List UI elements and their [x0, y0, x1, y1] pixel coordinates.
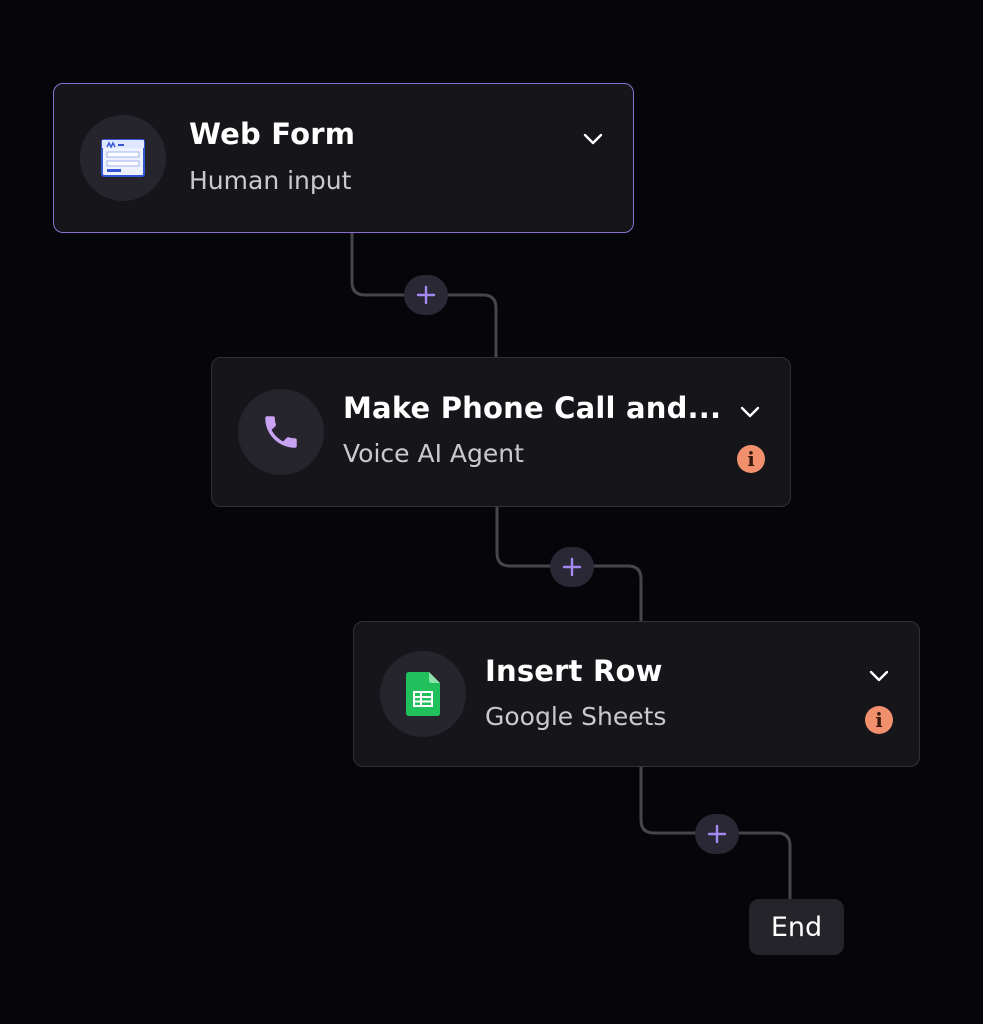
node-subtitle: Voice AI Agent: [343, 439, 524, 468]
chevron-down-icon[interactable]: [866, 663, 892, 689]
add-step-button[interactable]: [695, 814, 739, 854]
warning-icon[interactable]: i: [737, 445, 765, 473]
add-step-button[interactable]: [550, 547, 594, 587]
warning-icon[interactable]: i: [865, 706, 893, 734]
workflow-node-insert-row[interactable]: Insert Row Google Sheets i: [353, 621, 920, 767]
node-subtitle: Human input: [189, 166, 352, 195]
node-subtitle: Google Sheets: [485, 702, 667, 731]
node-title: Insert Row: [485, 654, 663, 688]
phone-icon: [265, 416, 297, 448]
node-icon-container: [80, 115, 166, 201]
google-sheets-icon: [406, 672, 440, 716]
node-title: Make Phone Call and...: [343, 391, 722, 425]
add-step-button[interactable]: [404, 275, 448, 315]
plus-icon: [562, 557, 582, 577]
web-form-icon: [101, 139, 145, 177]
node-icon-container: [238, 389, 324, 475]
workflow-node-web-form[interactable]: Web Form Human input: [53, 83, 634, 233]
end-node: End: [749, 899, 844, 955]
chevron-down-icon[interactable]: [580, 126, 606, 152]
chevron-down-icon[interactable]: [737, 399, 763, 425]
workflow-node-make-phone-call[interactable]: Make Phone Call and... Voice AI Agent i: [211, 357, 791, 507]
node-icon-container: [380, 651, 466, 737]
plus-icon: [707, 824, 727, 844]
plus-icon: [416, 285, 436, 305]
node-title: Web Form: [189, 117, 356, 151]
